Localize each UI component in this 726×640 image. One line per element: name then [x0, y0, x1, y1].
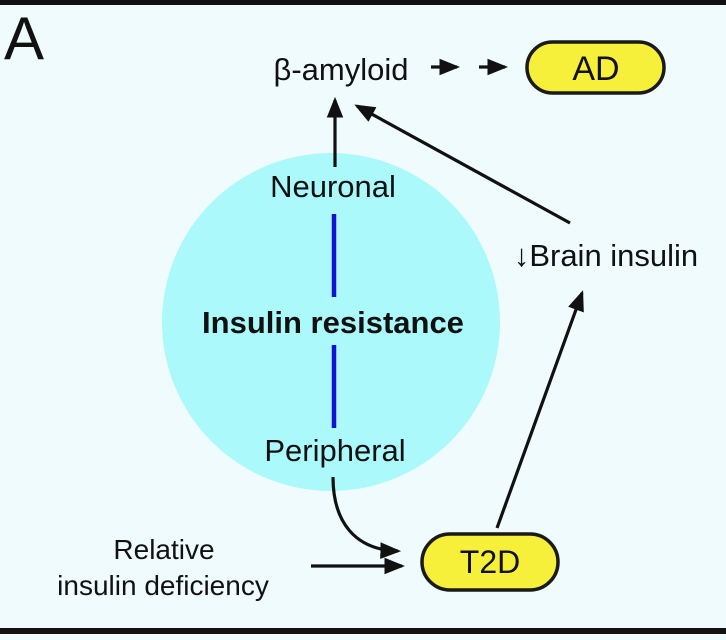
- panel-label: A: [4, 5, 44, 72]
- beta-amyloid-label: β-amyloid: [274, 52, 409, 87]
- relative-deficiency-line1: Relative: [113, 534, 214, 565]
- ad-node-label: AD: [572, 50, 619, 88]
- brain-insulin-label: ↓Brain insulin: [514, 238, 698, 273]
- ad-node: [525, 40, 666, 95]
- arrow-peripheral-to-t2d: [331, 476, 402, 559]
- insulin-resistance-label: Insulin resistance: [202, 305, 464, 340]
- frame-top: [0, 0, 726, 5]
- relative-deficiency-line2: insulin deficiency: [57, 570, 269, 601]
- frame-bottom: [0, 628, 726, 634]
- t2d-node-label: T2D: [460, 544, 520, 580]
- arrow-t2d-to-brain-insulin: [495, 290, 584, 529]
- insulin-resistance-circle: [162, 153, 500, 491]
- neuronal-label: Neuronal: [270, 169, 396, 204]
- t2d-node: [420, 532, 560, 592]
- arrow-brain-insulin-to-amyloid: [354, 104, 571, 225]
- peripheral-label: Peripheral: [264, 433, 405, 468]
